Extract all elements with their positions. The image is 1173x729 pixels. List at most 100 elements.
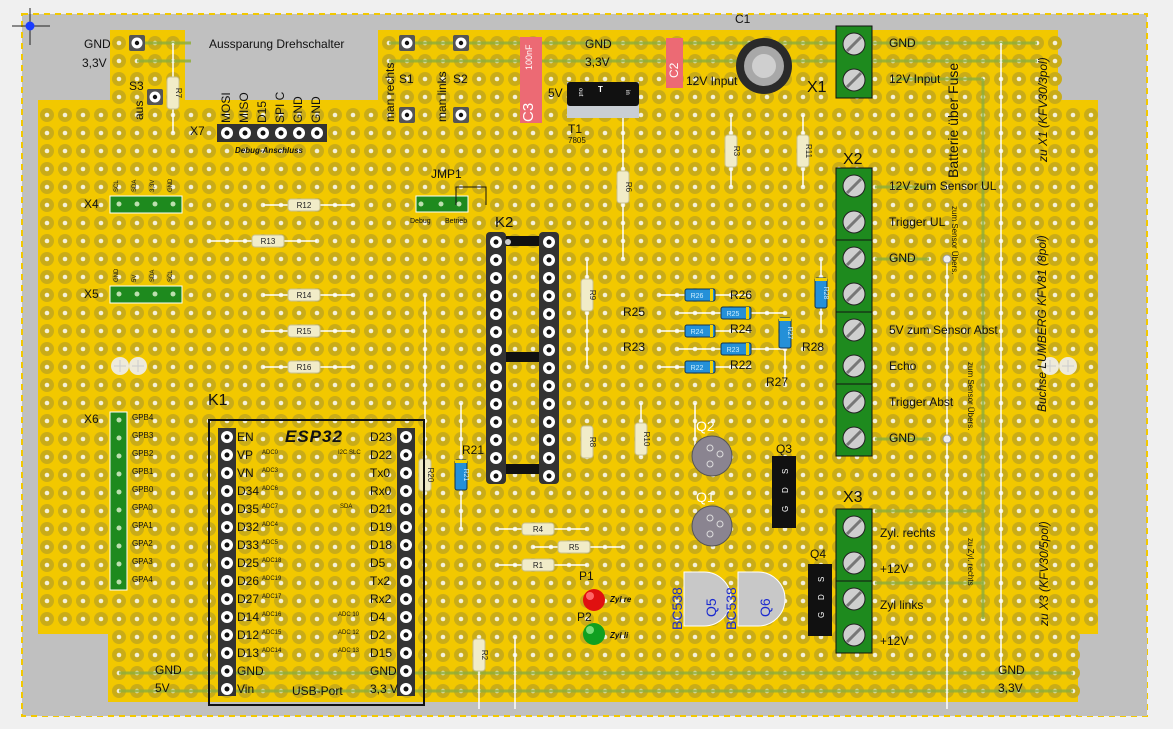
pad-hole xyxy=(890,130,896,136)
pad-hole xyxy=(170,274,176,280)
pad-hole xyxy=(962,220,968,226)
pad-center xyxy=(404,40,410,46)
pad-hole xyxy=(368,562,374,568)
pad-hole xyxy=(386,634,392,640)
pad-hole xyxy=(746,526,752,532)
pad-hole xyxy=(656,544,662,550)
pad-hole xyxy=(80,382,86,388)
pad-hole xyxy=(566,418,572,424)
pad-hole xyxy=(386,130,392,136)
pad-hole xyxy=(584,166,590,172)
pad-hole xyxy=(44,508,50,514)
pad-hole xyxy=(638,202,644,208)
pad-hole xyxy=(98,526,104,532)
pad-hole xyxy=(152,238,158,244)
pad-hole xyxy=(386,310,392,316)
pad-hole xyxy=(566,166,572,172)
header-pin xyxy=(170,291,176,297)
x7-header[interactable] xyxy=(217,124,327,142)
led-p1[interactable] xyxy=(583,589,605,611)
pad-hole xyxy=(800,508,806,514)
pad-hole xyxy=(476,562,482,568)
pad-hole xyxy=(962,112,968,118)
pad-hole xyxy=(656,76,662,82)
rail-label-33v-tl: 3,3V xyxy=(82,56,107,70)
pad-hole xyxy=(260,256,266,262)
pad-hole xyxy=(890,616,896,622)
pad-hole xyxy=(350,616,356,622)
pad-hole xyxy=(98,328,104,334)
pad-hole xyxy=(818,166,824,172)
pad-hole xyxy=(440,598,446,604)
ic-socket-pin-center xyxy=(546,311,552,317)
pad-hole xyxy=(908,112,914,118)
pad-hole xyxy=(530,436,536,442)
pad-hole xyxy=(728,202,734,208)
pad-hole xyxy=(674,382,680,388)
pad-hole xyxy=(512,166,518,172)
pad-hole xyxy=(764,400,770,406)
pad-hole xyxy=(224,364,230,370)
pad-hole xyxy=(188,472,194,478)
pad-hole xyxy=(494,634,500,640)
esp32-pin-center xyxy=(403,506,409,512)
pad-hole xyxy=(584,382,590,388)
pad-hole xyxy=(584,76,590,82)
ic-socket-pin-center xyxy=(493,347,499,353)
esp32-pin-note: SDA xyxy=(340,504,353,510)
pad-hole xyxy=(782,148,788,154)
led-p2[interactable] xyxy=(583,623,605,645)
pad-hole xyxy=(134,526,140,532)
pad-hole xyxy=(962,310,968,316)
pad-hole xyxy=(44,544,50,550)
esp32-pin-note: ADC4 xyxy=(262,522,279,528)
pad-hole xyxy=(656,616,662,622)
pad-hole xyxy=(800,94,806,100)
pad-hole xyxy=(332,184,338,190)
pad-hole xyxy=(44,400,50,406)
pad-hole xyxy=(818,364,824,370)
pad-hole xyxy=(674,652,680,658)
pad-hole xyxy=(926,310,932,316)
pad-hole xyxy=(1052,382,1058,388)
ic-socket-pin-center xyxy=(546,293,552,299)
pad-hole xyxy=(1052,184,1058,190)
pad-hole xyxy=(80,562,86,568)
esp32-pin-center xyxy=(403,434,409,440)
ic-socket-k2-left[interactable] xyxy=(486,232,506,484)
pad-hole xyxy=(602,328,608,334)
pad-hole xyxy=(296,220,302,226)
pad-hole xyxy=(314,454,320,460)
pad-hole xyxy=(386,598,392,604)
pad-hole xyxy=(1052,238,1058,244)
transistor-q1[interactable] xyxy=(691,505,733,547)
pad-hole xyxy=(674,526,680,532)
esp32-pin-note: I2C SLC xyxy=(338,450,361,456)
pad-hole xyxy=(188,184,194,190)
led-highlight xyxy=(586,626,594,634)
pad-hole xyxy=(242,436,248,442)
pad-hole xyxy=(1070,274,1076,280)
pad-hole xyxy=(242,166,248,172)
transistor-q2[interactable] xyxy=(691,435,733,477)
pad-hole xyxy=(1070,400,1076,406)
x7-pin-center xyxy=(242,130,248,136)
pad-hole xyxy=(962,490,968,496)
pad-hole xyxy=(188,238,194,244)
pad-hole xyxy=(566,184,572,190)
p1-label: Zyl re xyxy=(610,595,632,604)
pad-hole xyxy=(368,346,374,352)
resistor-label: R27 xyxy=(786,327,793,340)
pad-hole xyxy=(476,490,482,496)
mosfet-q4[interactable] xyxy=(808,564,832,636)
pad-hole xyxy=(638,220,644,226)
pad-hole xyxy=(152,166,158,172)
pad-hole xyxy=(656,112,662,118)
pad-hole xyxy=(962,148,968,154)
pad-hole xyxy=(1052,526,1058,532)
pad-hole xyxy=(1016,130,1022,136)
pad-hole xyxy=(962,436,968,442)
pad-hole xyxy=(134,130,140,136)
ic-socket-pin-center xyxy=(546,437,552,443)
pad-hole xyxy=(782,418,788,424)
